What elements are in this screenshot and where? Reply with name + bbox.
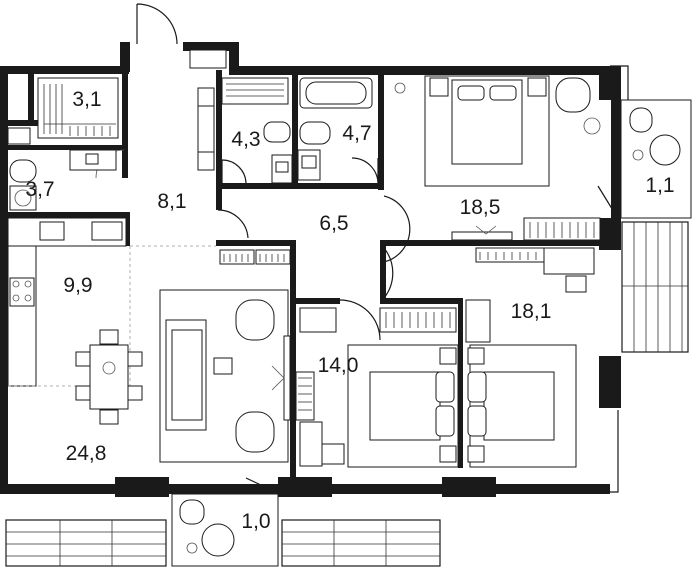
bathroom-large-room bbox=[297, 77, 373, 181]
loggia-right bbox=[620, 99, 692, 219]
bedroom-main-room bbox=[394, 75, 601, 241]
area-label-bedroom-main: 18,5 bbox=[460, 196, 501, 219]
wardrobe-room bbox=[7, 77, 119, 145]
area-label-kitchen: 9,9 bbox=[63, 274, 92, 297]
area-label-laundry: 3,7 bbox=[25, 178, 54, 201]
area-label-bathroom-large: 4,7 bbox=[342, 122, 371, 145]
kitchen-living-room bbox=[7, 217, 291, 463]
entrance-door-icon bbox=[136, 3, 178, 45]
balcony-bottom bbox=[171, 493, 279, 567]
plant-icon bbox=[394, 82, 601, 135]
area-label-living: 24,8 bbox=[66, 442, 107, 465]
area-label-loggia-right: 1,1 bbox=[645, 174, 674, 197]
exterior-grille-right bbox=[621, 221, 689, 353]
corridor-room bbox=[219, 249, 291, 265]
exterior-grille-bottom-right bbox=[281, 519, 441, 567]
area-label-bedroom-second: 18,1 bbox=[511, 300, 552, 323]
area-label-bathroom-small: 4,3 bbox=[231, 128, 260, 151]
area-label-balcony-bottom: 1,0 bbox=[241, 510, 270, 533]
area-label-corridor: 6,5 bbox=[319, 212, 348, 235]
exterior-grille-left bbox=[5, 519, 167, 567]
area-label-study: 14,0 bbox=[318, 354, 359, 377]
area-label-hall: 8,1 bbox=[157, 190, 186, 213]
laundry-room bbox=[9, 149, 117, 211]
exterior-walls bbox=[0, 42, 629, 497]
bathroom-small-room bbox=[221, 77, 293, 184]
area-label-wardrobe: 3,1 bbox=[72, 88, 101, 111]
hall-room bbox=[189, 49, 227, 171]
study-room bbox=[295, 307, 345, 467]
bedroom-second-room bbox=[347, 247, 595, 468]
interior-walls bbox=[0, 70, 602, 490]
